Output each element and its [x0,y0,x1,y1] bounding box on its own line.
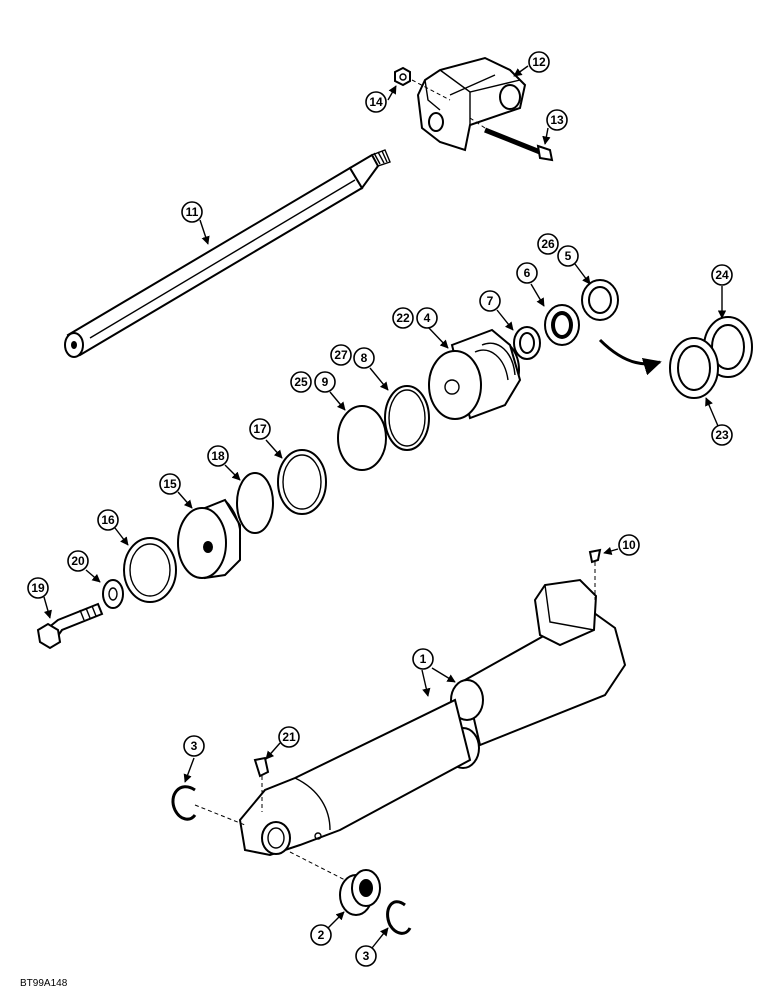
callout-3-upper: 3 [183,735,205,757]
callout-23-label: 23 [715,428,729,442]
callout-3-lower: 3 [355,945,377,967]
callout-8-label: 8 [361,351,368,365]
oring-9-part [337,405,387,471]
callout-6-label: 6 [524,266,531,280]
callout-27-label: 27 [334,348,348,362]
callout-10: 10 [618,534,640,556]
callout-12: 12 [528,51,550,73]
figure-id: BT99A148 [20,978,68,989]
callout-19: 19 [27,577,49,599]
callout-9: 9 [314,371,336,393]
callout-9-label: 9 [322,375,329,389]
callout-22-label: 22 [396,311,410,325]
callout-26-label: 26 [541,237,555,251]
callout-27: 27 [330,344,352,366]
wear-ring-part [513,326,541,360]
callout-25: 25 [290,371,312,393]
callout-26: 26 [537,233,559,255]
callout-25-label: 25 [294,375,308,389]
callout-3-lower-label: 3 [363,949,370,963]
bushing-part [339,869,381,916]
callout-17: 17 [249,418,271,440]
callout-10-label: 10 [622,538,636,552]
callout-14: 14 [365,91,387,113]
callout-18-label: 18 [211,449,225,463]
callout-12-label: 12 [532,55,546,69]
snap-ring-upper-part [171,785,197,821]
callout-16-label: 16 [101,513,115,527]
callout-2-label: 2 [318,928,325,942]
callout-22: 22 [392,307,414,329]
callout-21: 21 [278,726,300,748]
callout-14-label: 14 [369,95,383,109]
callout-24-label: 24 [715,268,729,282]
callout-20: 20 [67,550,89,572]
callout-1-label: 1 [420,652,427,666]
callout-23: 23 [711,424,733,446]
callout-11: 11 [181,201,203,223]
callout-5: 5 [557,245,579,267]
callout-4-label: 4 [424,311,431,325]
callout-18: 18 [207,445,229,467]
seal-ring-pair-part [669,316,753,399]
callout-7-label: 7 [487,294,494,308]
callout-3-upper-label: 3 [191,739,198,753]
ring-16-part [123,537,177,603]
bolt-part [484,127,554,162]
callout-8: 8 [353,347,375,369]
grease-fitting-21-part [253,756,270,778]
gland-part [177,498,242,580]
wiper-ring-part [581,279,619,321]
callout-21-label: 21 [282,730,296,744]
leader-lines [43,65,727,949]
callout-13-label: 13 [550,113,564,127]
callout-17-label: 17 [253,422,267,436]
nut-part [394,66,411,87]
ring-17-part [277,449,327,515]
callout-1: 1 [412,648,434,670]
callout-7: 7 [479,290,501,312]
oring-8-part [384,385,430,451]
callout-15: 15 [159,473,181,495]
callout-20-label: 20 [71,554,85,568]
snap-ring-lower-part [386,900,412,935]
callout-19-label: 19 [31,581,45,595]
callout-15-label: 15 [163,477,177,491]
callout-24: 24 [711,264,733,286]
washer-part [102,579,124,609]
piston-rod-part [64,149,391,358]
piston-part [428,328,522,420]
callout-16: 16 [97,509,119,531]
cylinder-barrel-part [238,578,627,857]
rod-seal-part [544,304,580,346]
cap-bolt-part [36,602,104,650]
callout-11-label: 11 [186,205,199,219]
callout-4: 4 [416,307,438,329]
callout-5-label: 5 [565,249,572,263]
rod-clevis-part [416,56,527,152]
callout-2: 2 [310,924,332,946]
callout-6: 6 [516,262,538,284]
grease-fitting-10-part [588,548,602,564]
oring-18-part [236,472,274,534]
callout-13: 13 [546,109,568,131]
